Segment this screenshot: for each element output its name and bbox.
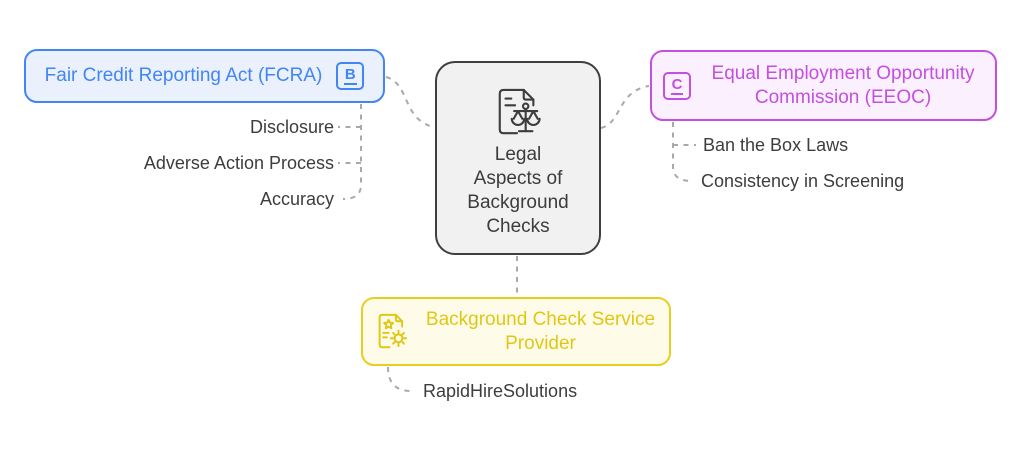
connector-fcra-trunk	[342, 104, 362, 200]
center-title-line: Legal	[494, 144, 542, 165]
provider-child-rapidhiresolutions[interactable]: RapidHireSolutions	[423, 381, 578, 401]
fcra-node-label: Fair Credit Reporting Act (FCRA)	[44, 65, 323, 86]
letter-b-badge-icon: B	[336, 62, 365, 90]
connector-eeoc-trunk	[672, 122, 693, 182]
eeoc-child-consistency[interactable]: Consistency in Screening	[701, 171, 905, 191]
fcra-child-accuracy[interactable]: Accuracy	[259, 189, 334, 209]
document-gear-icon	[378, 313, 408, 348]
connector-provider-rapidhire	[387, 366, 412, 392]
center-title-line: Aspects of	[473, 168, 563, 189]
badge-letter: C	[670, 75, 684, 95]
document-scales-icon	[498, 88, 541, 135]
fcra-child-adverse-action[interactable]: Adverse Action Process	[143, 153, 334, 173]
center-title-line: Background	[467, 192, 569, 213]
provider-node-label: Background Check Service Provider	[425, 308, 656, 354]
badge-letter: B	[343, 66, 357, 85]
eeoc-node-label: Equal Employment Opportunity Commission …	[711, 62, 975, 108]
letter-c-badge-icon: C	[663, 71, 691, 100]
center-node-title: Legal Aspects of Background Checks	[467, 143, 568, 239]
connector-fcra-center	[385, 76, 435, 128]
eeoc-node[interactable]: C Equal Employment Opportunity Commissio…	[650, 50, 997, 121]
center-title-line: Checks	[486, 216, 550, 237]
fcra-child-disclosure[interactable]: Disclosure	[249, 117, 334, 137]
center-node[interactable]: Legal Aspects of Background Checks	[435, 61, 601, 255]
fcra-node[interactable]: Fair Credit Reporting Act (FCRA) B	[24, 49, 385, 103]
provider-node[interactable]: Background Check Service Provider	[361, 297, 671, 366]
eeoc-child-ban-the-box[interactable]: Ban the Box Laws	[703, 135, 849, 155]
connector-center-eeoc	[600, 85, 650, 129]
